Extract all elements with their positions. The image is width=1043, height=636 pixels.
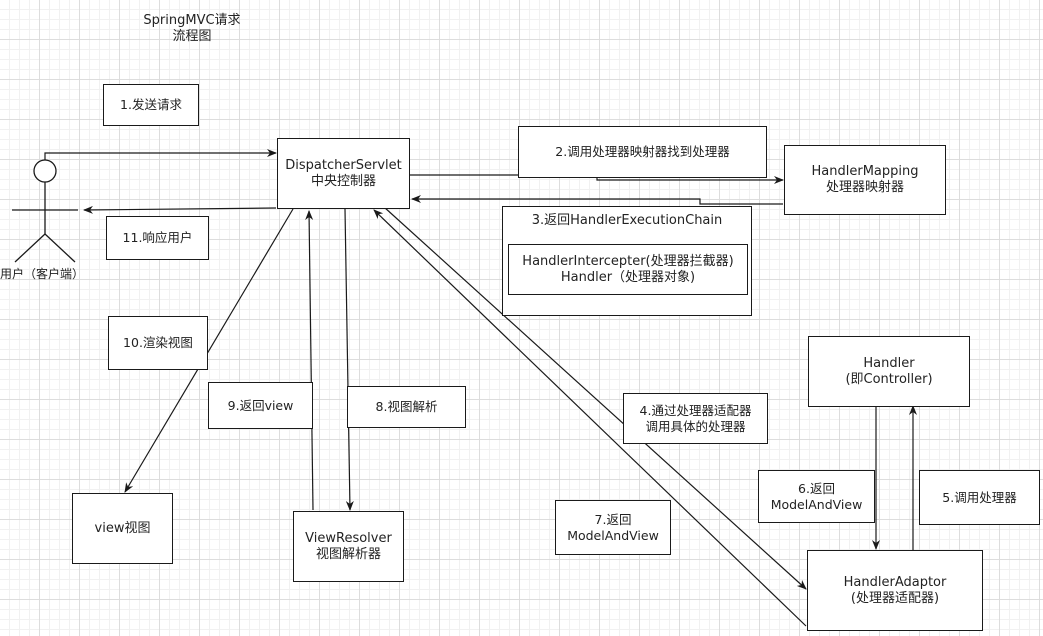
step-10-label: 10.渲染视图 — [108, 316, 208, 370]
step-9-label: 9.返回view — [208, 382, 313, 429]
handler-adaptor-node[interactable]: HandlerAdaptor (处理器适配器) — [807, 550, 983, 631]
step-11-label: 11.响应用户 — [106, 216, 209, 260]
handler-mapping-desc: 处理器映射器 — [825, 180, 904, 195]
edge-call-adaptor — [383, 206, 807, 590]
view-resolver-node[interactable]: ViewResolver 视图解析器 — [293, 511, 404, 582]
view-label: view视图 — [94, 520, 151, 536]
execution-chain-contents: HandlerIntercepter(处理器拦截器) Handler（处理器对象… — [508, 244, 748, 295]
step-8-label: 8.视图解析 — [347, 386, 466, 428]
view-resolver-desc: 视图解析器 — [315, 546, 381, 562]
step-4-label: 4.通过处理器适配器 调用具体的处理器 — [623, 393, 768, 444]
handler-adaptor-name: HandlerAdaptor — [843, 574, 947, 590]
step-7-label: 7.返回 ModelAndView — [555, 500, 671, 555]
step-1-label: 1.发送请求 — [103, 84, 199, 126]
step-2-label: 2.调用处理器映射器找到处理器 — [518, 126, 767, 178]
diagram-title: SpringMVC请求 流程图 — [120, 13, 264, 45]
view-resolver-name: ViewResolver — [305, 530, 392, 546]
diagram-title-line2: 流程图 — [172, 29, 212, 44]
handler-adaptor-desc: (处理器适配器) — [850, 590, 940, 606]
edge-resolve-view — [344, 208, 354, 511]
edge-return-view — [305, 210, 314, 511]
handler-node[interactable]: Handler (即Controller) — [808, 336, 970, 407]
edge-send-request — [44, 149, 277, 160]
dispatcher-servlet-node[interactable]: DispatcherServlet 中央控制器 — [277, 138, 410, 209]
dispatcher-servlet-name: DispatcherServlet — [285, 157, 402, 173]
edge-respond-user — [83, 205, 277, 214]
execution-chain-interceptor: HandlerIntercepter(处理器拦截器) — [522, 253, 734, 269]
view-node[interactable]: view视图 — [72, 493, 173, 564]
user-actor-icon — [12, 159, 78, 263]
edge-return-modelandview-7 — [373, 209, 807, 627]
execution-chain-title: 3.返回HandlerExecutionChain — [531, 213, 723, 228]
dispatcher-servlet-desc: 中央控制器 — [310, 173, 376, 189]
step-6-label: 6.返回 ModelAndView — [758, 470, 875, 523]
user-actor-label: 用户（客户端） — [0, 267, 85, 281]
edge-return-chain — [411, 195, 783, 205]
edge-render-view — [124, 208, 294, 493]
execution-chain-handler: Handler（处理器对象) — [560, 269, 696, 285]
handler-desc: (即Controller) — [845, 371, 933, 387]
execution-chain-node[interactable]: 3.返回HandlerExecutionChain HandlerInterce… — [502, 206, 752, 316]
handler-mapping-node[interactable]: HandlerMapping 处理器映射器 — [784, 145, 946, 215]
handler-name: Handler — [863, 355, 915, 371]
handler-mapping-name: HandlerMapping — [811, 164, 919, 179]
diagram-title-line1: SpringMVC请求 — [143, 13, 241, 28]
step-5-label: 5.调用处理器 — [919, 470, 1040, 525]
